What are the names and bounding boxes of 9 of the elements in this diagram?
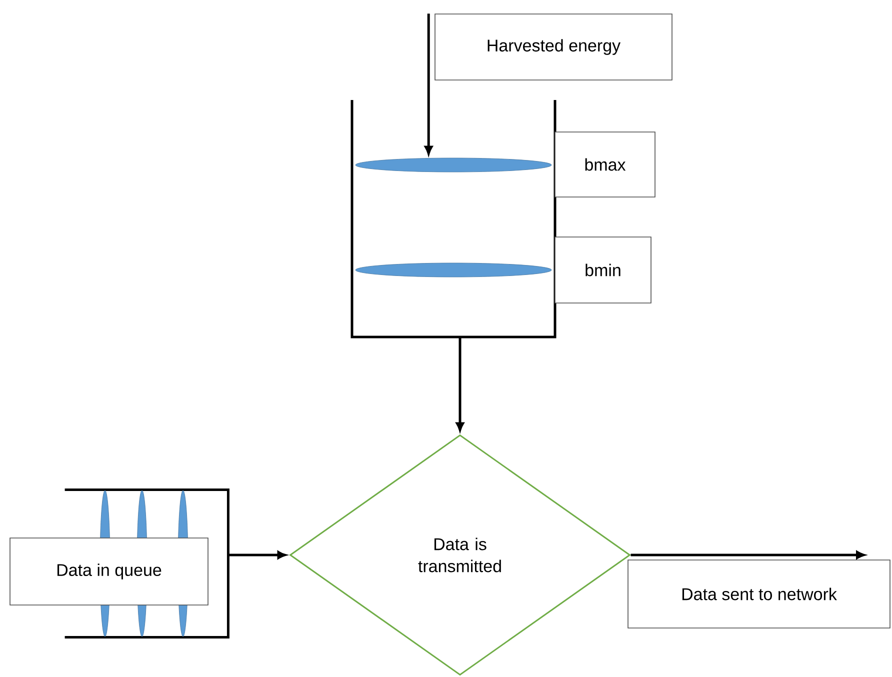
arrow [424,14,433,155]
arrow [456,336,464,431]
energy-level-drawing [355,158,552,278]
label-box: bmin [554,236,652,304]
label-box: Data in queue [10,538,208,606]
label-box: bmax [554,132,656,198]
label-box: Data sent to network [628,560,890,628]
arrow [630,551,865,559]
label-box: Harvested energy [434,14,672,80]
